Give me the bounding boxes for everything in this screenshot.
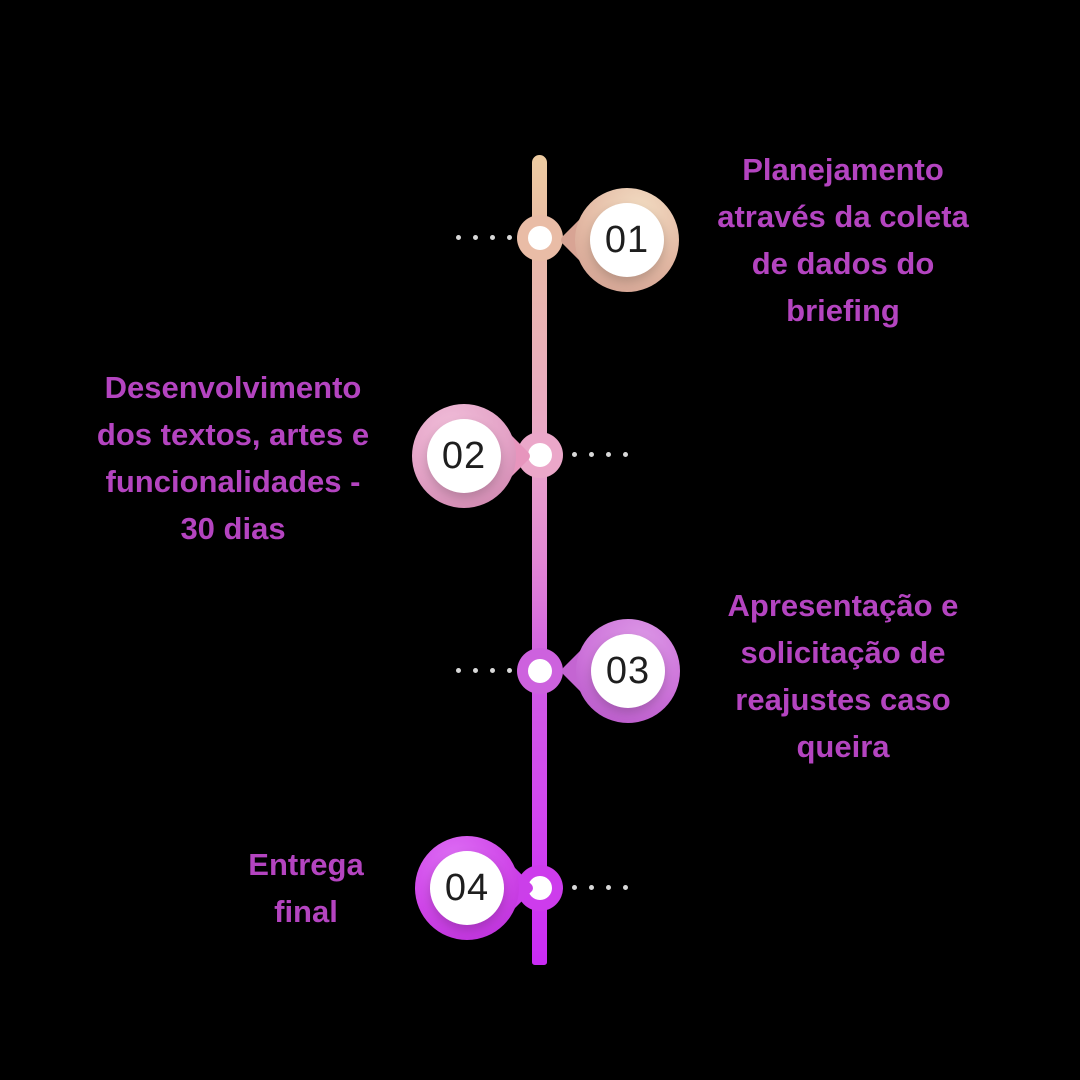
dot bbox=[507, 668, 512, 673]
label-line: queira bbox=[796, 729, 890, 764]
label-line: dos textos, artes e bbox=[96, 417, 370, 452]
step-number: 04 bbox=[444, 866, 490, 909]
step-number: 01 bbox=[604, 218, 650, 261]
dot bbox=[589, 452, 594, 457]
label-line: solicitação de bbox=[740, 635, 946, 670]
dot bbox=[572, 885, 577, 890]
label-line: funcionalidades - bbox=[105, 464, 361, 499]
dot bbox=[623, 452, 628, 457]
label-line: final bbox=[274, 894, 338, 929]
label-line: reajustes caso bbox=[735, 682, 951, 717]
label-line: Planejamento bbox=[742, 152, 944, 187]
dot bbox=[490, 235, 495, 240]
step-number: 03 bbox=[605, 649, 651, 692]
step-badge-1: 01 bbox=[558, 188, 679, 292]
step-label-2: Desenvolvimento dos textos, artes e func… bbox=[43, 364, 423, 552]
label-line: briefing bbox=[786, 293, 900, 328]
step-number: 02 bbox=[441, 434, 487, 477]
badge-number-circle: 02 bbox=[427, 419, 501, 493]
timeline-line bbox=[532, 155, 547, 965]
dot bbox=[473, 235, 478, 240]
timeline-node-center bbox=[527, 226, 552, 250]
badge-number-circle: 01 bbox=[590, 203, 664, 277]
label-line: Desenvolvimento bbox=[104, 370, 362, 405]
timeline-node-center bbox=[527, 443, 552, 467]
dot bbox=[507, 235, 512, 240]
dot bbox=[589, 885, 594, 890]
step-badge-3: 03 bbox=[559, 619, 680, 723]
dot bbox=[456, 668, 461, 673]
label-line: 30 dias bbox=[180, 511, 286, 546]
dotted-connector-step-4 bbox=[572, 885, 628, 890]
dot bbox=[490, 668, 495, 673]
badge-number-circle: 03 bbox=[591, 634, 665, 708]
step-label-1: Planejamento através da coleta de dados … bbox=[653, 146, 1033, 334]
label-line: Entrega bbox=[248, 847, 364, 882]
dot bbox=[473, 668, 478, 673]
timeline-node-step-3 bbox=[516, 648, 563, 694]
timeline-node-center bbox=[527, 659, 552, 683]
dot bbox=[456, 235, 461, 240]
dot bbox=[572, 452, 577, 457]
dot bbox=[623, 885, 628, 890]
step-label-4: Entrega final bbox=[116, 841, 496, 935]
step-badge-2: 02 bbox=[412, 404, 533, 508]
label-line: de dados do bbox=[751, 246, 935, 281]
dotted-connector-step-3 bbox=[456, 668, 512, 673]
label-line: Apresentação e bbox=[727, 588, 959, 623]
label-line: através da coleta bbox=[717, 199, 969, 234]
dot bbox=[606, 452, 611, 457]
badge-number-circle: 04 bbox=[430, 851, 504, 925]
dotted-connector-step-1 bbox=[456, 235, 512, 240]
step-badge-4: 04 bbox=[415, 836, 536, 940]
dotted-connector-step-2 bbox=[572, 452, 628, 457]
dot bbox=[606, 885, 611, 890]
timeline-node-step-1 bbox=[516, 215, 563, 261]
step-label-3: Apresentação e solicitação de reajustes … bbox=[653, 582, 1033, 770]
